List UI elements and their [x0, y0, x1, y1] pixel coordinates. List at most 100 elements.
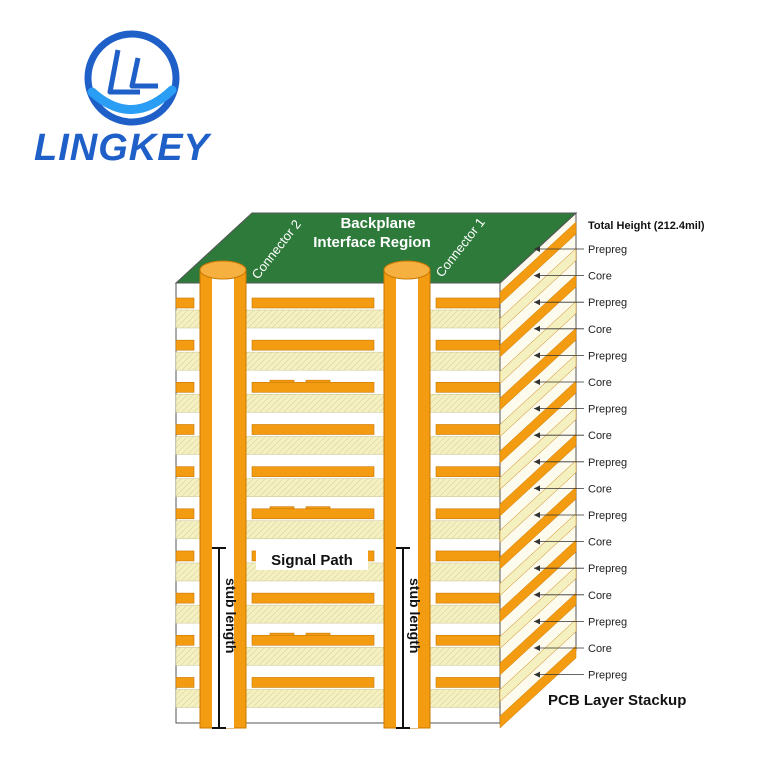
layer-label-prepreg: Prepreg	[588, 563, 627, 575]
signal-path-label: Signal Path	[271, 552, 353, 569]
copper-trace	[435, 382, 501, 393]
side-layer	[499, 459, 577, 544]
arrow-icon	[534, 512, 540, 518]
logo-ring-icon	[84, 30, 180, 126]
side-layer	[499, 247, 577, 332]
copper-trace	[251, 677, 375, 688]
arrow-icon	[534, 645, 540, 651]
stub-marker-right	[396, 547, 410, 729]
logo-mark-icon	[107, 49, 158, 95]
stack-title: PCB Layer Stackup	[548, 692, 686, 709]
arrow-icon	[534, 299, 540, 306]
side-layer	[499, 539, 577, 623]
copper-trace	[175, 634, 195, 646]
copper-trace	[175, 592, 195, 604]
side-layer	[499, 618, 577, 703]
arrow-icon	[534, 405, 540, 412]
copper-trace	[251, 297, 375, 309]
side-layer	[499, 406, 577, 491]
side-layers	[499, 221, 577, 729]
side-layer	[499, 380, 577, 464]
copper-trace	[175, 466, 195, 477]
arrow-icon	[534, 458, 540, 465]
side-layer	[499, 645, 577, 729]
layer-label-prepreg: Prepreg	[588, 616, 627, 628]
arrow-icon	[534, 325, 540, 332]
copper-trace	[435, 424, 501, 435]
layer-label-prepreg: Prepreg	[588, 350, 627, 362]
layer-label-prepreg: Prepreg	[588, 244, 627, 256]
layer-label-prepreg: Prepreg	[588, 670, 627, 682]
layer-label-core: Core	[588, 324, 612, 336]
side-layer	[499, 512, 577, 597]
copper-trace	[435, 297, 501, 309]
copper-trace	[251, 592, 375, 604]
copper-trace	[175, 550, 195, 562]
side-layer	[499, 327, 577, 411]
copper-trace	[435, 677, 501, 688]
copper-trace	[175, 339, 195, 351]
copper-trace	[251, 634, 375, 646]
copper-trace	[435, 592, 501, 604]
side-layer	[499, 433, 577, 517]
side-layer	[499, 353, 577, 438]
copper-trace	[435, 550, 501, 562]
top-label-line2: Interface Region	[313, 234, 431, 251]
arrow-icon	[534, 246, 540, 252]
stub-length-left-label: stub length	[223, 578, 239, 653]
side-layer	[499, 274, 577, 358]
copper-trace	[251, 508, 375, 520]
copper-trace	[251, 424, 375, 435]
copper-trace	[175, 508, 195, 520]
layer-label-core: Core	[588, 643, 612, 655]
layer-label-core: Core	[588, 590, 612, 602]
copper-trace	[175, 297, 195, 309]
arrow-icon	[534, 591, 540, 598]
copper-trace	[251, 466, 375, 477]
arrow-icon	[534, 272, 540, 279]
copper-trace	[435, 634, 501, 646]
via-right	[383, 260, 431, 729]
arrow-icon	[534, 485, 540, 492]
stub-marker-left	[212, 547, 226, 729]
copper-trace	[175, 382, 195, 393]
logo-swoosh-icon	[87, 85, 177, 114]
layer-label-prepreg: Prepreg	[588, 510, 627, 522]
arrow-icon	[534, 538, 540, 545]
layer-label-core: Core	[588, 483, 612, 495]
layer-label-prepreg: Prepreg	[588, 297, 627, 309]
logo-text: LINGKEY	[34, 127, 213, 169]
via-left	[199, 260, 247, 729]
copper-trace	[435, 466, 501, 477]
arrow-icon	[534, 352, 540, 359]
layer-label-core: Core	[588, 271, 612, 283]
top-label-line1: Backplane	[340, 215, 415, 232]
side-layer	[499, 486, 577, 570]
copper-trace	[251, 382, 375, 393]
layer-label-prepreg: Prepreg	[588, 404, 627, 416]
arrow-icon	[534, 379, 540, 385]
arrow-icon	[534, 618, 540, 625]
layer-label-core: Core	[588, 377, 612, 389]
copper-trace	[175, 424, 195, 435]
lingkey-logo: LINGKEY	[34, 30, 213, 169]
arrow-icon	[534, 671, 540, 678]
side-layer	[499, 221, 577, 305]
side-layer	[499, 592, 577, 676]
layer-label-core: Core	[588, 430, 612, 442]
stub-length-right-label: stub length	[407, 578, 423, 653]
copper-trace	[435, 339, 501, 351]
layer-labels: PrepregCorePrepregCorePrepregCorePrepreg…	[534, 244, 627, 682]
layer-label-core: Core	[588, 537, 612, 549]
copper-trace	[175, 677, 195, 688]
total-height-label: Total Height (212.4mil)	[588, 220, 705, 232]
copper-trace	[251, 339, 375, 351]
layer-label-prepreg: Prepreg	[588, 457, 627, 469]
copper-trace	[435, 508, 501, 520]
arrow-icon	[534, 565, 540, 572]
side-layer	[499, 300, 577, 385]
side-layer	[499, 565, 577, 650]
arrow-icon	[534, 432, 540, 439]
